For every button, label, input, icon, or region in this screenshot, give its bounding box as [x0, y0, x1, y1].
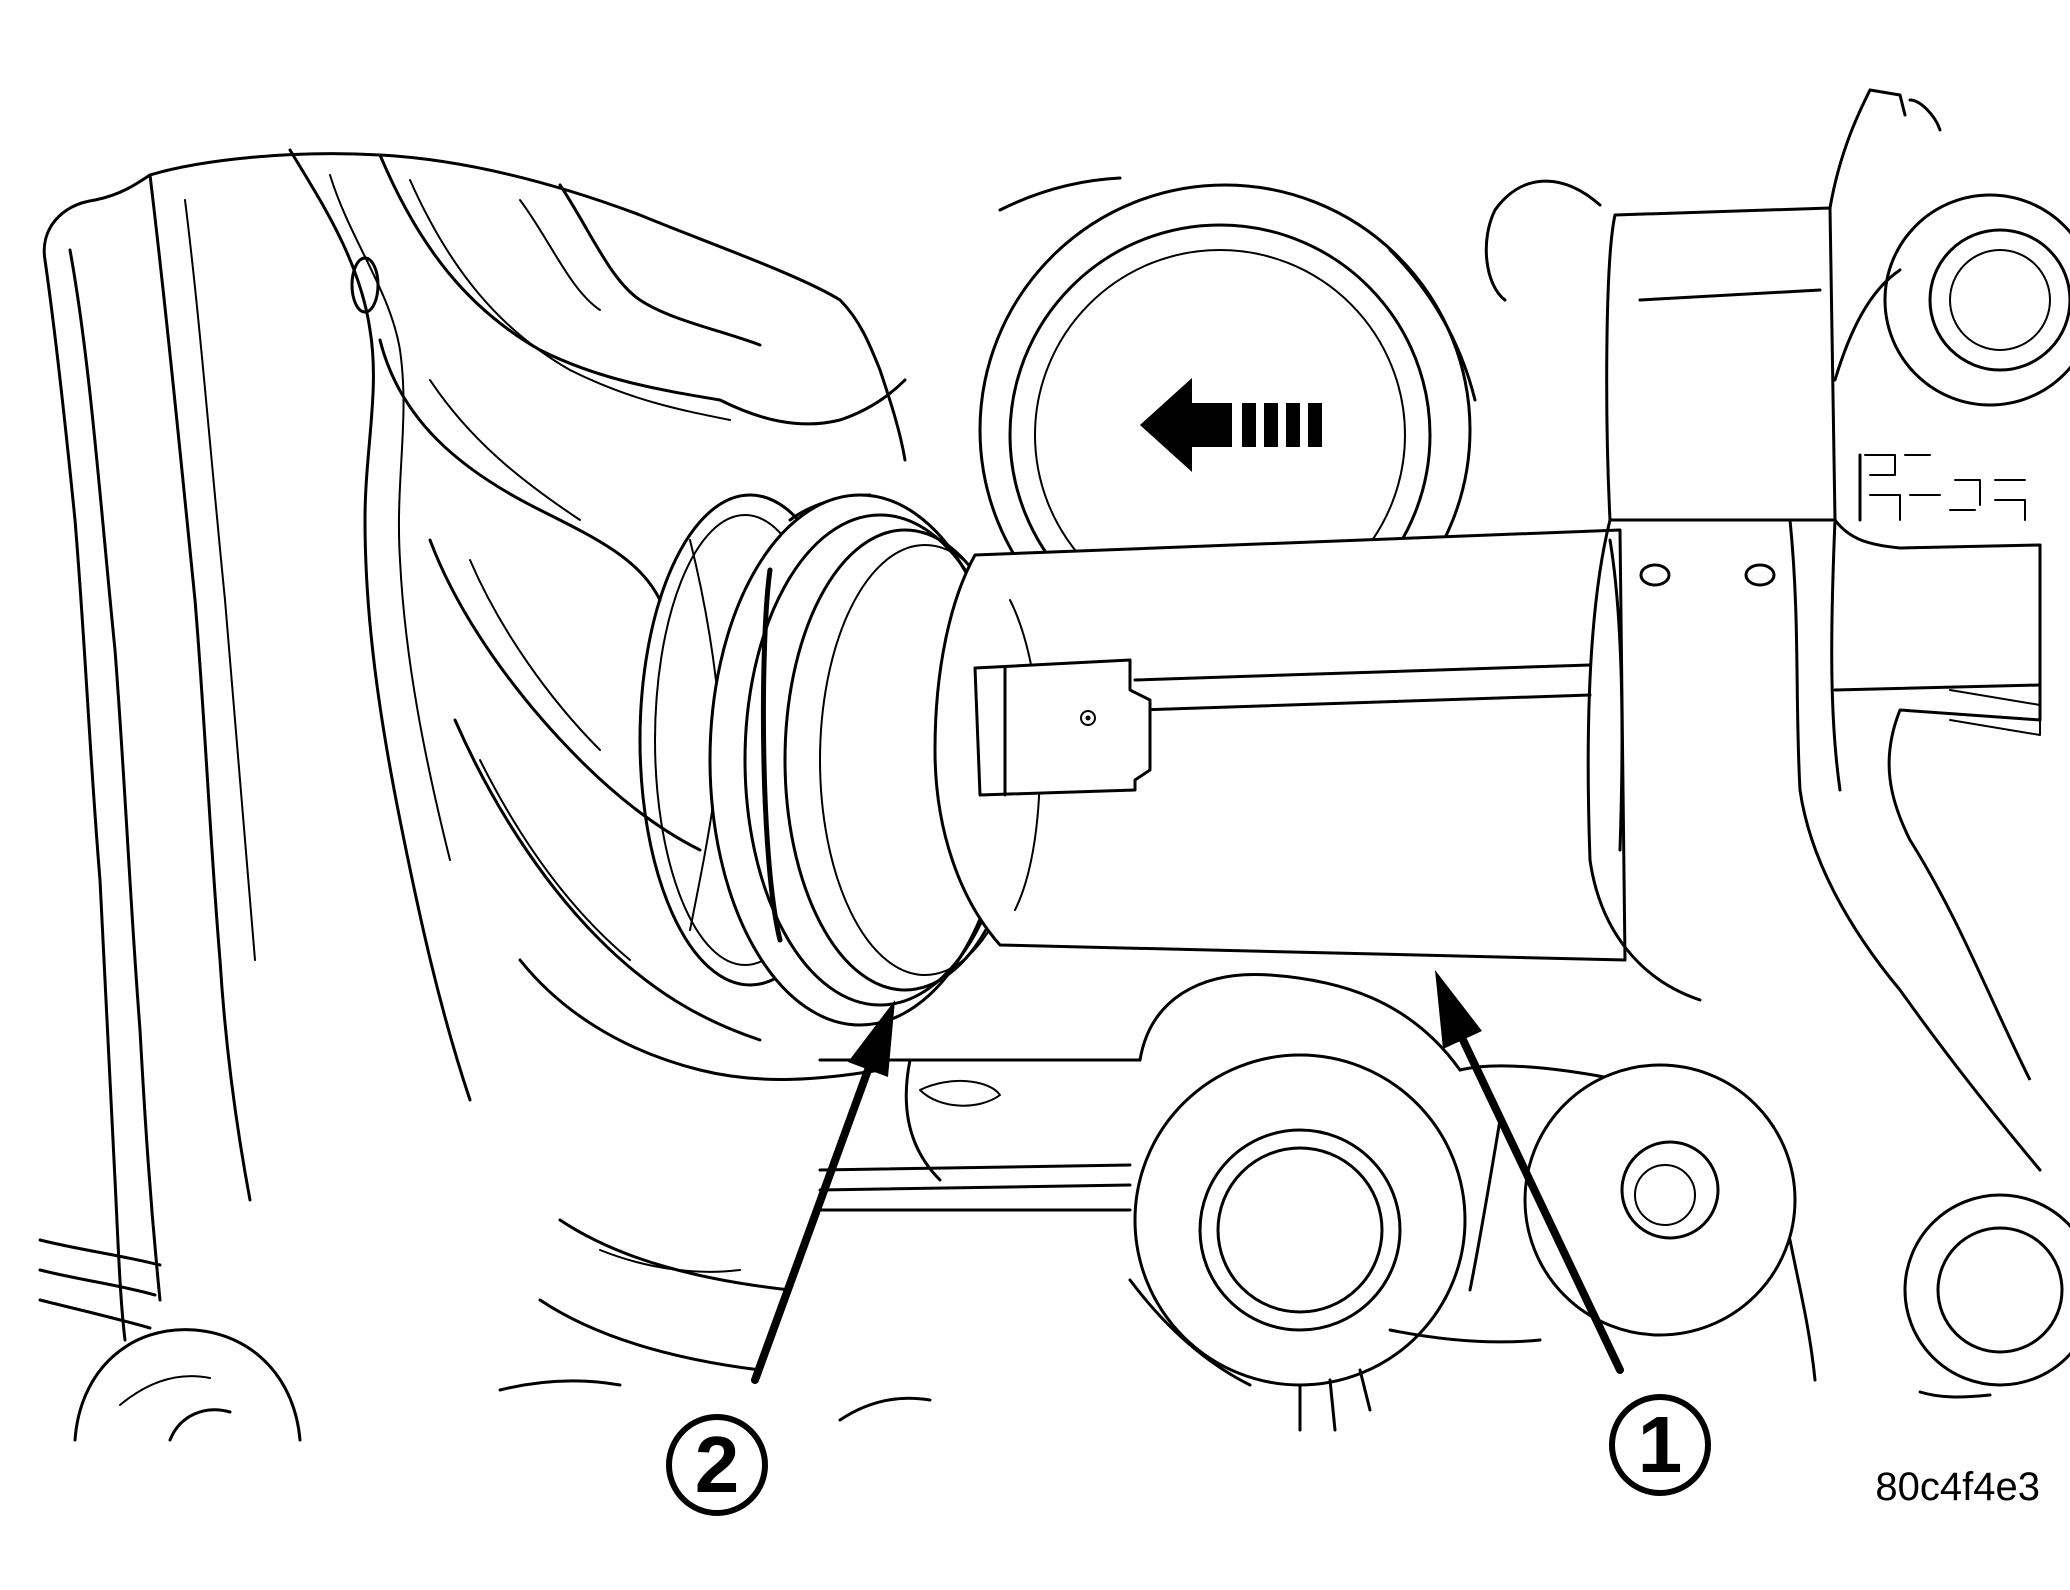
knuckle-housing: [38, 148, 907, 1342]
callout-leader-1: [1435, 970, 1624, 1374]
callout-1: 1: [1609, 1394, 1711, 1496]
lower-left-knob: [73, 1328, 302, 1442]
callout-1-label: 1: [1638, 1400, 1683, 1489]
tool-bracket: [1484, 88, 2070, 1172]
lower-crossmember: [498, 972, 2070, 1432]
figure-code: 80c4f4e3: [1875, 1465, 2040, 1509]
callout-leader-2: [751, 1000, 895, 1384]
callout-2: 2: [666, 1414, 768, 1516]
left-arrow-icon: [1140, 378, 1322, 472]
installer-tool-tube: [933, 528, 1627, 962]
callout-2-label: 2: [695, 1420, 740, 1509]
